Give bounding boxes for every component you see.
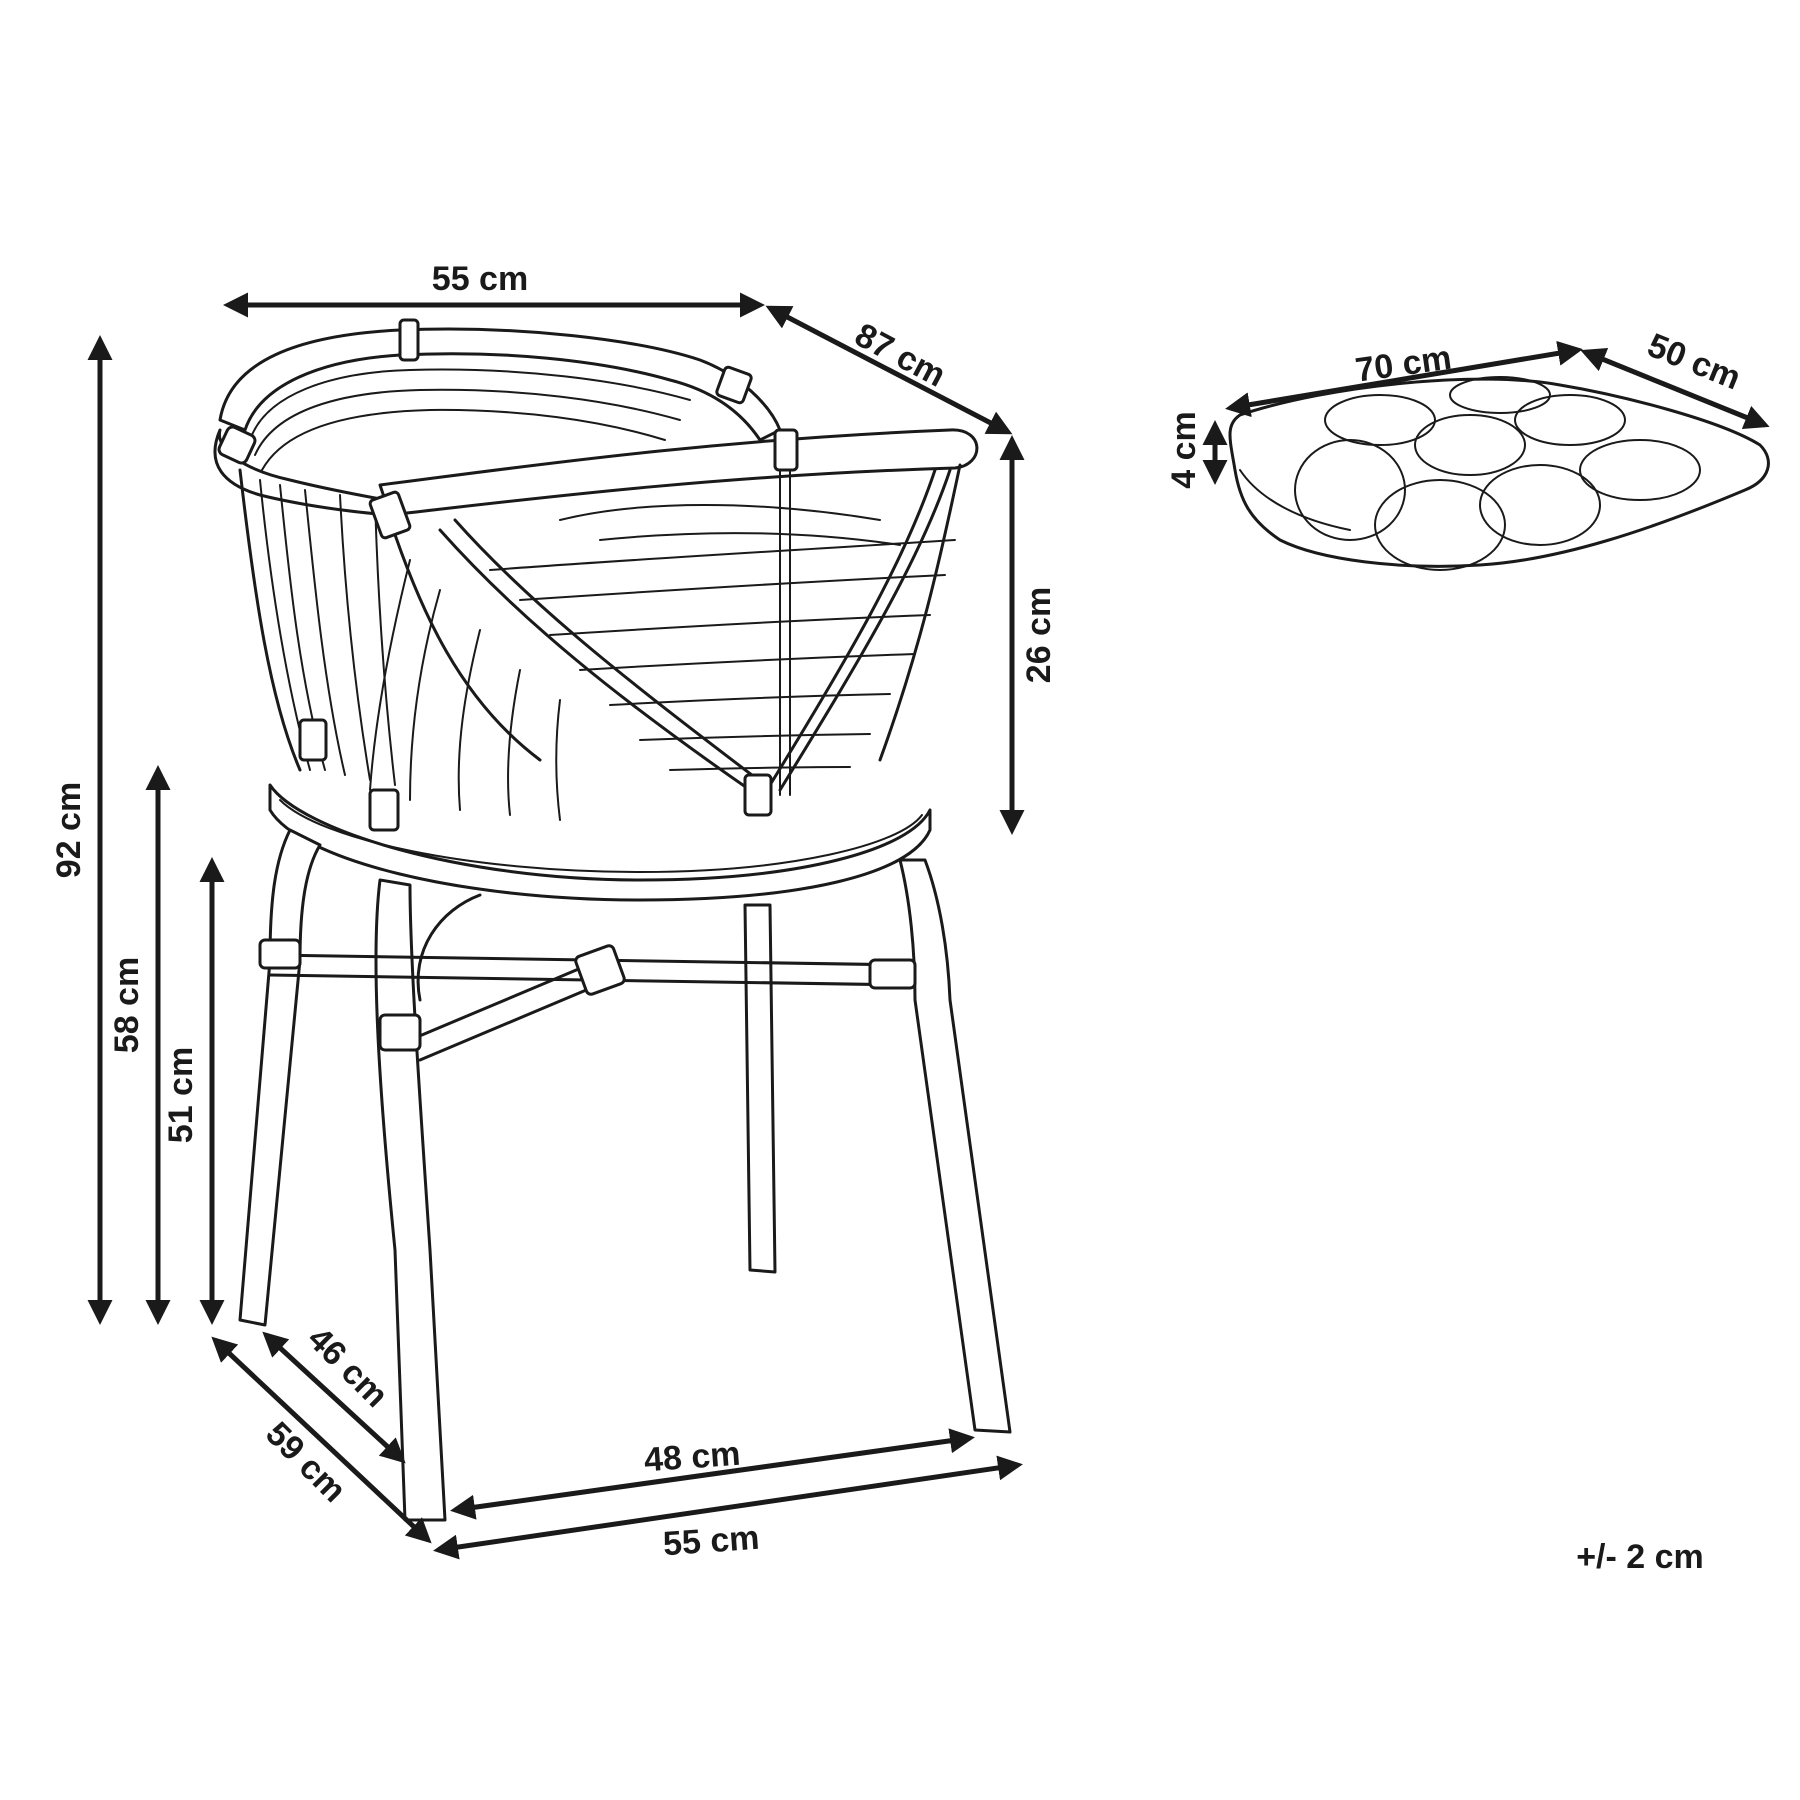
dim-total-height: 92 cm <box>50 782 88 878</box>
cushion-drawing <box>1228 376 1770 571</box>
dim-seat-depth: 46 cm <box>300 1320 395 1415</box>
chair-drawing <box>213 318 1012 1522</box>
dim-cushion-depth: 50 cm <box>1642 326 1746 397</box>
dim-top-depth: 87 cm <box>849 316 952 395</box>
dim-seat-height: 51 cm <box>162 1047 200 1143</box>
dim-top-width: 55 cm <box>432 260 528 298</box>
dim-cushion-thickness: 4 cm <box>1165 411 1203 489</box>
dim-base-width: 55 cm <box>662 1519 761 1564</box>
dim-arm-height: 58 cm <box>108 957 146 1053</box>
dim-base-depth: 59 cm <box>258 1415 353 1510</box>
tolerance-note: +/- 2 cm <box>1576 1538 1704 1576</box>
dim-seat-width: 48 cm <box>643 1435 742 1480</box>
dim-armrest-height: 26 cm <box>1020 587 1058 683</box>
